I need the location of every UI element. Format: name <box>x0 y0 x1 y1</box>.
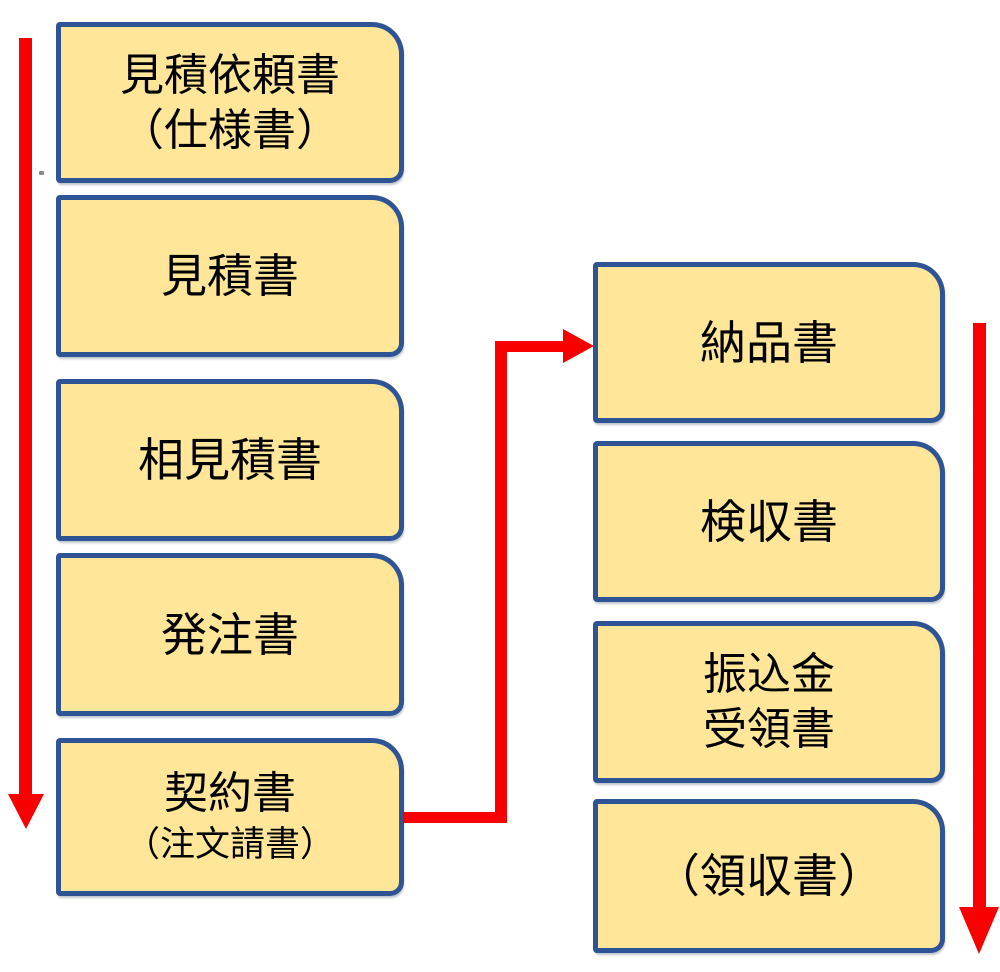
connector-bottom-segment <box>403 812 506 823</box>
box-label-line: 受領書 <box>703 705 835 754</box>
right-flow-down-arrow-shaft <box>973 323 986 907</box>
box-label-line: 検収書 <box>700 495 838 548</box>
box-label-line: 見積依頼書 <box>120 50 340 100</box>
left-flow-down-arrow-head-icon <box>8 794 44 829</box>
box-label-line: （領収書） <box>654 850 884 902</box>
box-label-line: 発注書 <box>161 608 299 661</box>
flow-box-delivery-note: 納品書 <box>593 262 945 423</box>
box-label-line: 納品書 <box>700 316 838 369</box>
connector-arrow-head-icon <box>563 329 594 363</box>
connector-top-segment <box>495 341 564 352</box>
flow-box-quote-request: 見積依頼書 （仕様書） <box>56 22 404 183</box>
box-label-line: 契約書 <box>164 768 296 818</box>
stray-mark <box>39 171 44 175</box>
box-label-line: 相見積書 <box>138 434 322 486</box>
flow-box-quotation: 見積書 <box>56 195 404 357</box>
connector-vertical-segment <box>495 341 507 823</box>
box-label-line: （注文請書） <box>124 824 335 864</box>
flow-box-receipt: （領収書） <box>593 799 945 953</box>
flow-box-transfer-receipt: 振込金 受領書 <box>593 621 945 783</box>
flow-box-inspection-certificate: 検収書 <box>593 441 945 602</box>
box-label-line: （仕様書） <box>120 105 340 155</box>
flow-box-contract: 契約書 （注文請書） <box>56 738 404 896</box>
right-flow-down-arrow-head-icon <box>959 907 999 954</box>
box-label-line: 振込金 <box>703 650 835 699</box>
flow-box-competitive-quotation: 相見積書 <box>56 379 404 541</box>
box-label-line: 見積書 <box>161 250 299 302</box>
flow-box-purchase-order: 発注書 <box>56 553 404 716</box>
left-flow-down-arrow-shaft <box>19 38 32 794</box>
